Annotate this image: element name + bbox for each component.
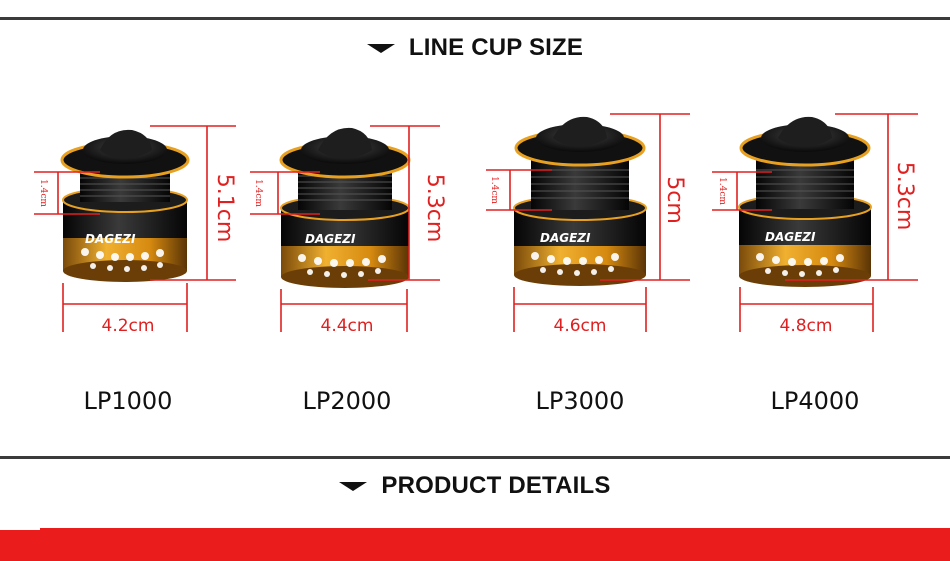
model-label-lp1000: LP1000 <box>83 387 173 415</box>
width-label-lp2000: 4.4cm <box>321 316 374 336</box>
spool-diagrams-svg: DAGEZI DAGEZI <box>34 113 918 336</box>
line-cup-size-title: LINE CUP SIZE <box>408 34 584 61</box>
model-label-lp3000: LP3000 <box>535 387 625 415</box>
width-label-lp4000: 4.8cm <box>780 316 833 336</box>
red-accent-bar <box>0 528 950 561</box>
brand-logo-lp4000: DAGEZI <box>765 230 816 244</box>
middle-divider <box>0 456 950 459</box>
model-label-lp4000: LP4000 <box>770 387 860 415</box>
spool-lp2000: DAGEZI <box>279 127 411 288</box>
height-label-lp4000: 5.3cm <box>892 162 917 231</box>
line-cup-size-header: LINE CUP SIZE <box>0 34 950 62</box>
product-details-title: PRODUCT DETAILS <box>381 472 611 499</box>
width-label-lp1000: 4.2cm <box>102 316 155 336</box>
height-label-lp3000: 5cm <box>662 176 687 224</box>
width-label-lp3000: 4.6cm <box>554 316 607 336</box>
product-details-header: PRODUCT DETAILS <box>0 472 950 500</box>
cup-label-lp3000: 1.4cm <box>489 176 499 204</box>
spool-diagram-area: DAGEZI DAGEZI <box>34 113 918 336</box>
height-label-lp1000: 5.1cm <box>212 174 237 243</box>
spool-lp3000: DAGEZI <box>513 116 647 286</box>
top-divider <box>0 17 950 20</box>
triangle-down-icon <box>339 481 368 491</box>
height-label-lp2000: 5.3cm <box>422 174 447 243</box>
triangle-down-icon <box>366 43 395 53</box>
cup-label-lp1000: 1.4cm <box>38 179 48 207</box>
model-label-lp2000: LP2000 <box>302 387 392 415</box>
brand-logo-lp3000: DAGEZI <box>540 231 591 245</box>
dimension-lines <box>34 113 918 332</box>
cup-label-lp4000: 1.4cm <box>717 177 727 205</box>
brand-logo-lp1000: DAGEZI <box>85 232 136 246</box>
spool-lp1000: DAGEZI <box>60 129 190 282</box>
brand-logo-lp2000: DAGEZI <box>305 232 356 246</box>
cup-label-lp2000: 1.4cm <box>253 179 263 207</box>
spool-lp4000: DAGEZI <box>738 116 872 287</box>
